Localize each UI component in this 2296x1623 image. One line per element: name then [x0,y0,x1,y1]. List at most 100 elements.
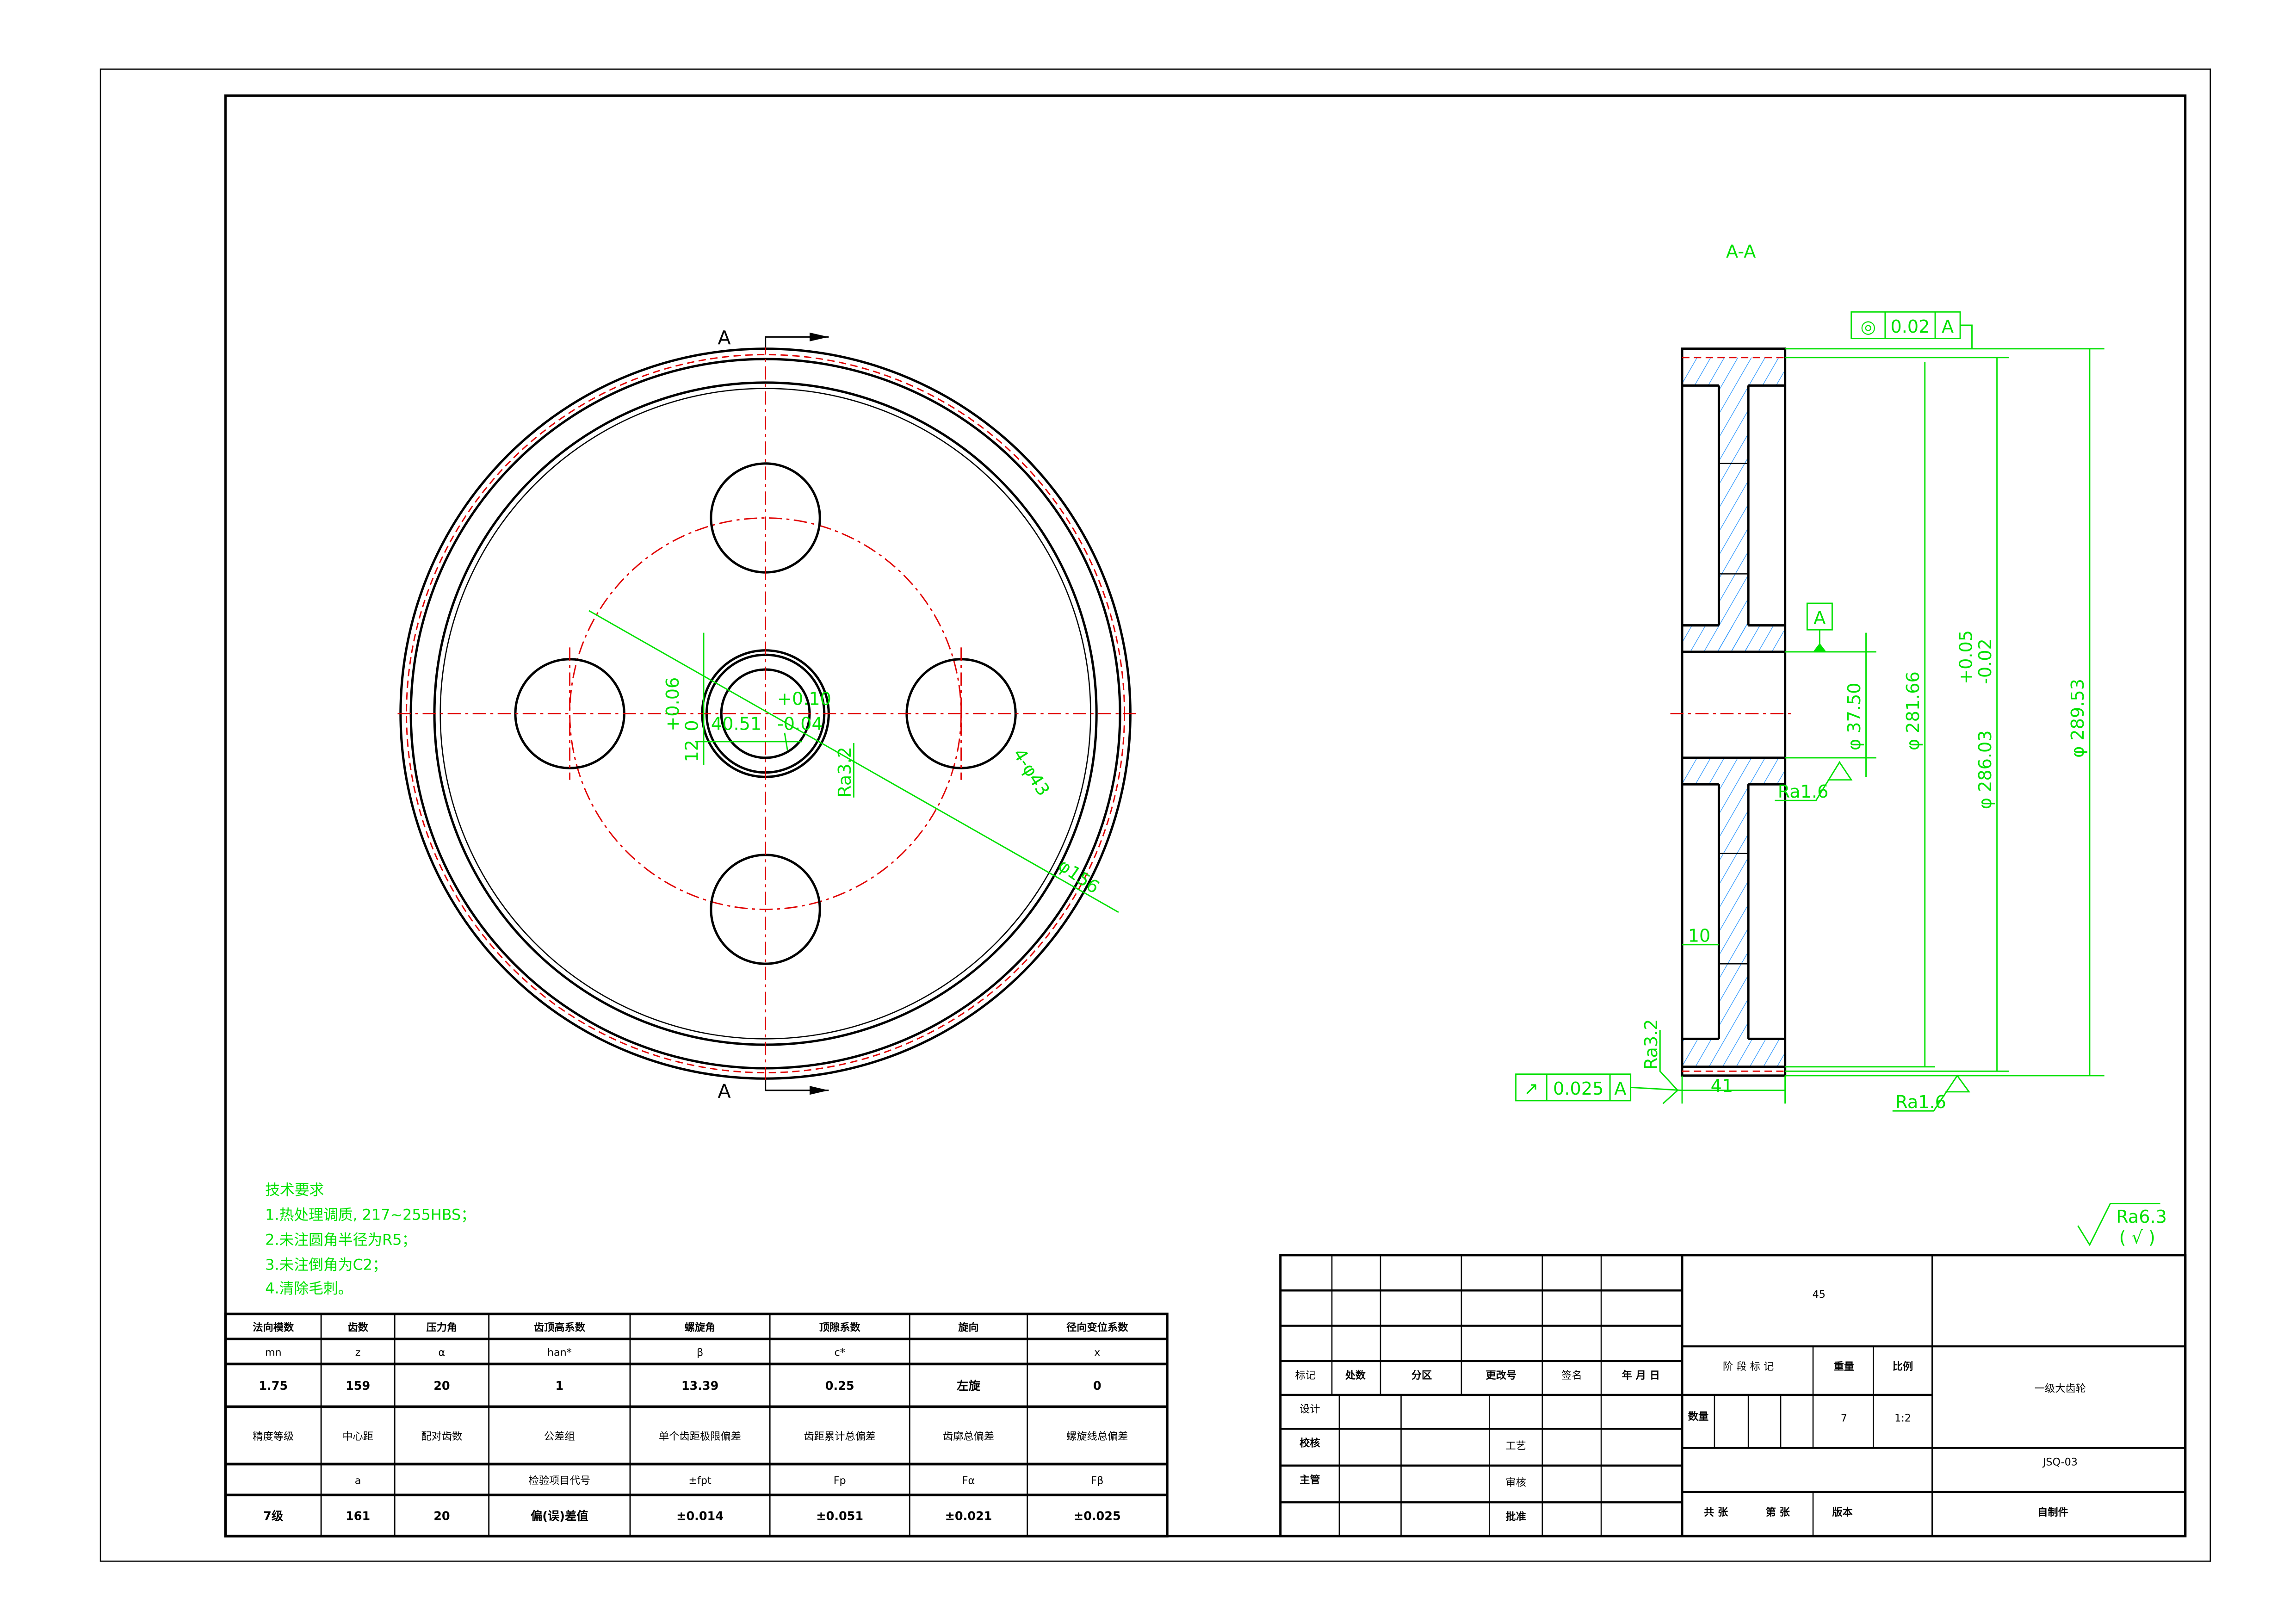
circular-runout-icon: ↗ [1524,1078,1539,1099]
table-cell: 公差组 [544,1431,575,1443]
section-cut-arrow-top [765,336,829,347]
hole-spec-label: 4-φ43 [1009,745,1054,799]
bore-tol-upper: +0.10 [777,688,831,709]
table-cell: 偏(误)差值 [531,1509,588,1523]
tech-req-item: 4.清除毛刺。 [265,1280,353,1297]
tip-roughness: Ra1.6 [1895,1092,1946,1112]
table-cell: 左旋 [957,1379,980,1393]
table-cell: Fβ [1091,1474,1103,1487]
table-cell: 13.39 [681,1379,718,1393]
label-date: 年 月 日 [1622,1369,1660,1381]
root-diameter: φ 281.66 [1903,671,1923,750]
table-cell: α [439,1347,446,1359]
tech-req-item: 2.未注圆角半径为R5； [265,1232,416,1249]
label-change-no: 更改号 [1485,1369,1516,1381]
keyway-tol-lower: 0 [681,720,702,731]
datum-label: A [1813,607,1826,628]
tech-req-title: 技术要求 [265,1181,324,1198]
table-cell: 齿数 [347,1322,368,1334]
table-cell: 径向变位系数 [1066,1321,1128,1334]
table-border [224,1313,1169,1538]
runout-tolerance-top: ◎ 0.02 A [1850,311,1973,349]
tech-req-item: 1.热处理调质, 217~255HBS； [265,1207,476,1224]
table-cell: ±fpt [688,1474,712,1487]
table-cell: 20 [433,1509,450,1523]
table-cell: 齿距累计总偏差 [804,1431,876,1443]
roughness-check-icon [2077,1203,2160,1246]
label-process: 工艺 [1505,1440,1526,1452]
label-stage: 阶 段 标 记 [1723,1361,1774,1373]
table-cell: 20 [433,1379,450,1393]
bore-diameter: φ 37.50 [1844,682,1864,750]
side-roughness: Ra3.2 [1641,1019,1661,1070]
table-cell: 螺旋线总偏差 [1066,1431,1128,1443]
weight-value: 7 [1841,1412,1847,1424]
label-sheet-number: 第 张 [1766,1506,1790,1518]
pitch-diameter: φ 286.03 [1975,730,1995,809]
face-width: 41 [1711,1076,1733,1096]
bore-tol-lower: -0.04 [777,713,823,734]
roughness-symbol-icon [1659,1030,1679,1104]
label-version: 版本 [1832,1506,1853,1518]
section-title: A-A [1726,242,1756,262]
concentricity-icon: ◎ [1861,316,1876,337]
web-thickness: 10 [1688,925,1711,946]
technical-requirements: 技术要求 1.热处理调质, 217~255HBS； 2.未注圆角半径为R5； 3… [265,1181,476,1297]
label-zone: 分区 [1411,1369,1432,1381]
table-cell: Fα [962,1474,975,1487]
outer-frame [99,68,2211,1562]
general-roughness-value: Ra6.3 [2116,1207,2167,1227]
label-check: 校核 [1300,1437,1320,1449]
gdt-value: 0.02 [1890,316,1930,337]
table-cell: Fp [834,1474,846,1487]
table-cell: c* [835,1347,845,1359]
table-cell: 7级 [263,1509,284,1523]
table-cell: 检验项目代号 [529,1474,591,1487]
material: 45 [1813,1288,1826,1301]
scale-value: 1:2 [1894,1412,1911,1424]
section-marker-bottom: A [718,1080,730,1103]
section-cut-arrow-bottom [765,1080,829,1091]
pitch-tol-upper: +0.05 [1956,630,1976,684]
table-cell: 0.25 [825,1379,854,1393]
bore-roughness: Ra3.2 [835,747,855,798]
label-weight: 重量 [1834,1361,1854,1373]
label-count: 处数 [1345,1369,1366,1381]
label-scale: 比例 [1893,1361,1913,1373]
section-view: A-A φ 37.50 φ 281.66 φ 286. [1515,242,2104,1112]
table-cell: 中心距 [342,1431,373,1443]
table-cell: a [355,1474,361,1487]
keyway-tol: +0.06 [662,677,683,731]
table-cell: 顶隙系数 [819,1322,861,1334]
table-cell: 0 [1093,1379,1102,1393]
label-mark: 标记 [1295,1369,1316,1381]
table-cell: x [1094,1347,1100,1359]
bore-roughness: Ra1.6 [1778,781,1829,802]
table-cell: ±0.025 [1074,1509,1121,1523]
general-roughness: Ra6.3 ( √ ) [2077,1203,2167,1247]
label-manager: 主管 [1300,1474,1320,1486]
table-cell: 螺旋角 [685,1321,716,1334]
table-cell: ±0.051 [816,1509,863,1523]
label-total-sheets: 共 张 [1704,1506,1728,1518]
inner-frame [224,94,2187,1537]
roughness-symbol-icon [1892,1074,1970,1112]
label-design: 设计 [1300,1403,1320,1415]
section-marker-top: A [718,327,730,349]
table-cell: 法向模数 [253,1321,294,1334]
front-view: A A 4-φ43 φ156 +0.10 -0.04 40.51 +0.06 0… [397,327,1137,1103]
gdt-value: 0.025 [1553,1078,1603,1099]
roughness-symbol-icon [1775,761,1853,801]
tech-req-item: 3.未注倒角为C2； [265,1257,387,1274]
table-cell: z [355,1347,361,1359]
part-name: 一级大齿轮 [2035,1383,2086,1395]
tip-diameter: φ 289.53 [2067,679,2088,758]
drawing-number: JSQ-03 [2042,1456,2078,1468]
table-cell: 159 [346,1379,370,1393]
table-cell: 配对齿数 [421,1431,462,1443]
table-cell: mn [265,1347,282,1359]
table-cell: β [697,1347,703,1359]
table-cell: ±0.014 [676,1509,724,1523]
gear-section-outline [1681,347,1787,1077]
